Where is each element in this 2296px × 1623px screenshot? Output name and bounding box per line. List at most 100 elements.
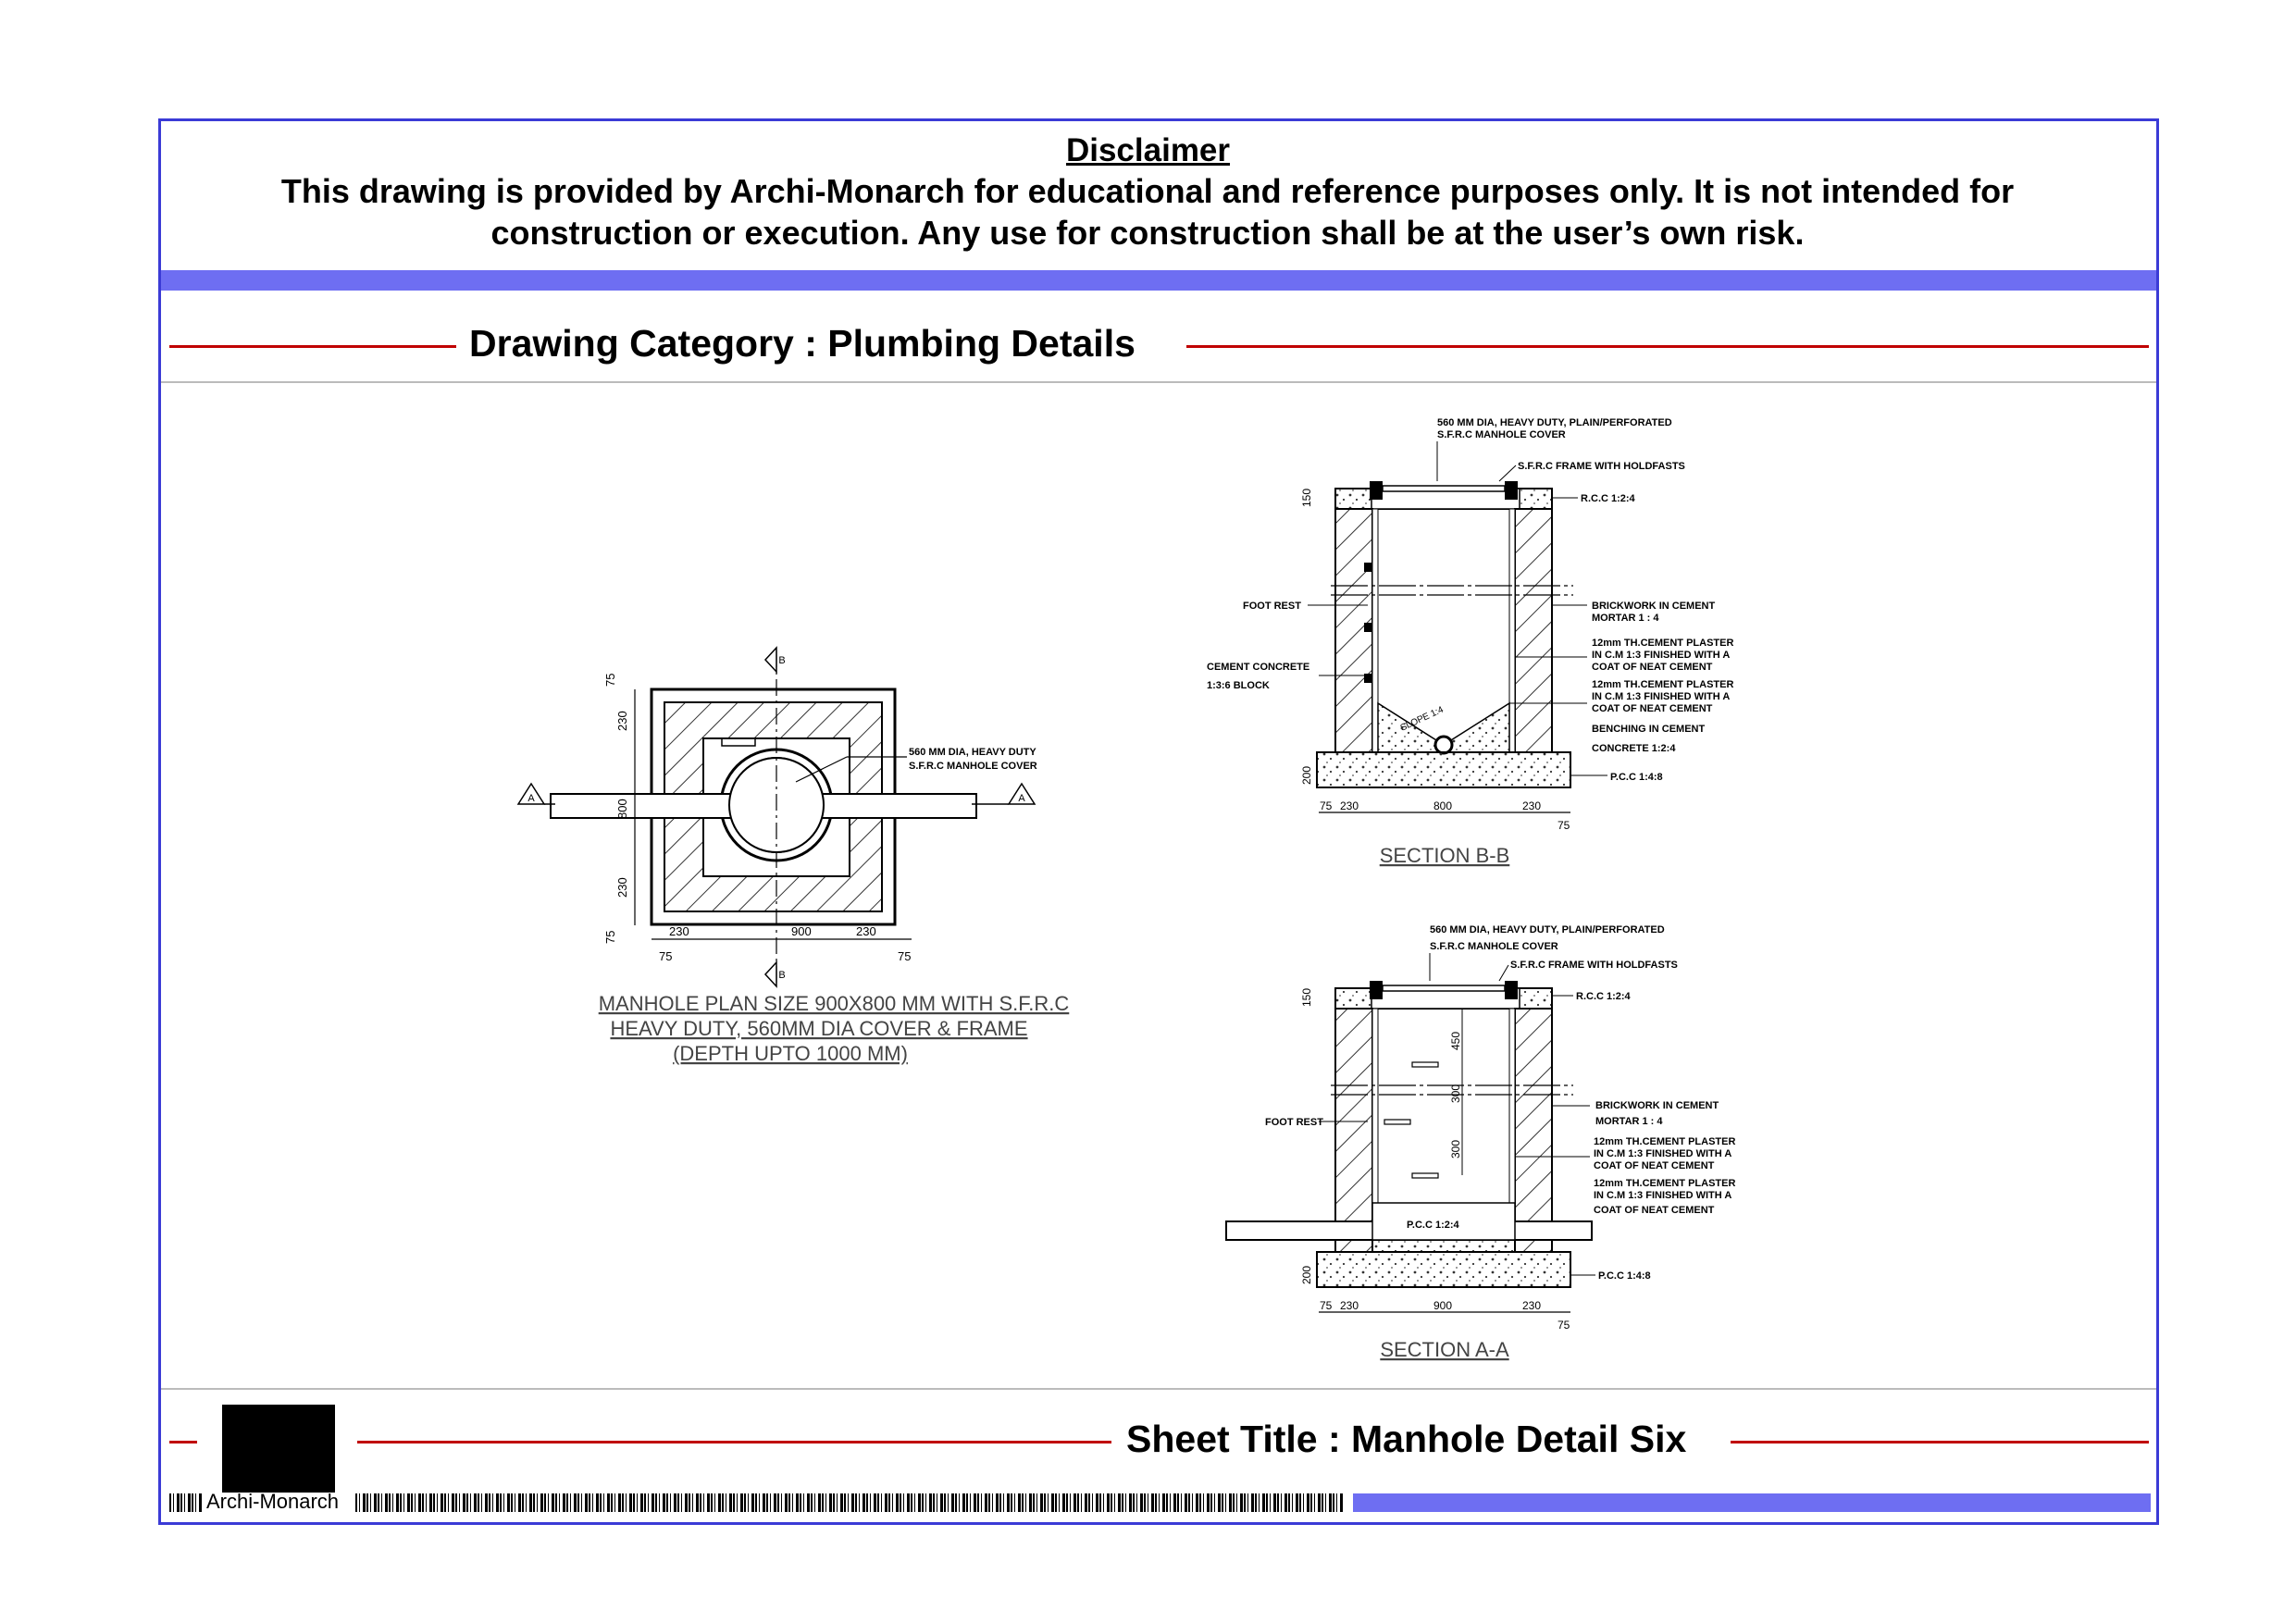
header-band — [161, 270, 2156, 291]
aa-dim-6: 150 — [1300, 988, 1313, 1007]
bb-cement-label-2: 1:3:6 BLOCK — [1207, 680, 1270, 691]
aa-pcc-fill — [1371, 1202, 1516, 1241]
aa-plaster1-2: IN C.M 1:3 FINISHED WITH A — [1594, 1148, 1731, 1159]
bb-rcc-label: R.C.C 1:2:4 — [1581, 493, 1636, 504]
manhole-plan: A A B B 560 MM DIA, HEAVY DUTY S.F.R.C M… — [516, 646, 1069, 1065]
aa-plaster2-1: 12mm TH.CEMENT PLASTER — [1594, 1178, 1735, 1189]
aa-plaster2-2: IN C.M 1:3 FINISHED WITH A — [1594, 1190, 1731, 1201]
bb-plaster1-1: 12mm TH.CEMENT PLASTER — [1592, 638, 1733, 649]
barcode-strip — [355, 1493, 1344, 1512]
bb-dim-6: 150 — [1300, 489, 1313, 507]
bb-cover-label-2: S.F.R.C MANHOLE COVER — [1437, 429, 1566, 440]
aa-dim-2: 900 — [1433, 1299, 1452, 1312]
aa-cover-label-2: S.F.R.C MANHOLE COVER — [1430, 941, 1558, 952]
plan-caption-2: HEAVY DUTY, 560MM DIA COVER & FRAME — [610, 1017, 1027, 1040]
sheet-rule-right — [1731, 1441, 2149, 1443]
drawing-category: Drawing Category : Plumbing Details — [469, 322, 1136, 365]
aa-dim-3: 230 — [1522, 1299, 1541, 1312]
plan-dim-v-4: 230 — [615, 877, 629, 898]
sheet-rule-mid — [357, 1441, 1111, 1443]
aa-plaster1-3: COAT OF NEAT CEMENT — [1594, 1160, 1715, 1171]
aa-plaster2-3: COAT OF NEAT CEMENT — [1594, 1205, 1715, 1216]
category-rule-left — [169, 345, 456, 348]
category-divider — [161, 381, 2156, 383]
bb-dim-7: 200 — [1300, 766, 1313, 785]
aa-cover — [1382, 985, 1506, 992]
marker-b-top-label: B — [778, 655, 785, 666]
disclaimer-line-2: construction or execution. Any use for c… — [490, 214, 1805, 252]
bb-footrest-label: FOOT REST — [1243, 601, 1301, 612]
bb-dim-2: 800 — [1433, 799, 1452, 812]
aa-frame-label: S.F.R.C FRAME WITH HOLDFASTS — [1510, 960, 1678, 971]
plan-dim-v-1: 75 — [603, 674, 617, 687]
brand-logo — [222, 1405, 335, 1493]
bb-cement-label-1: CEMENT CONCRETE — [1207, 662, 1309, 673]
plan-dim-v-5: 75 — [603, 931, 617, 944]
bb-wall-right — [1514, 508, 1553, 753]
aa-dim-5: 75 — [1558, 1319, 1570, 1332]
aa-brick-label-2: MORTAR 1 : 4 — [1595, 1116, 1663, 1127]
aa-rcc-label: R.C.C 1:2:4 — [1576, 991, 1632, 1002]
plan-note-1: 560 MM DIA, HEAVY DUTY — [909, 747, 1036, 758]
section-marker-a-right — [1007, 782, 1036, 805]
bb-dim-3: 230 — [1522, 799, 1541, 812]
aa-pcc-base — [1316, 1251, 1571, 1288]
plan-foot-rest — [721, 737, 756, 747]
aa-dim-10: 300 — [1449, 1140, 1462, 1158]
disclaimer-text: This drawing is provided by Archi-Monarc… — [222, 170, 2073, 254]
sheet-title: Sheet Title : Manhole Detail Six — [1126, 1418, 1687, 1460]
bb-plaster2-2: IN C.M 1:3 FINISHED WITH A — [1592, 691, 1730, 702]
bb-benching-2: CONCRETE 1:2:4 — [1592, 743, 1676, 754]
marker-b-bottom-label: B — [778, 970, 785, 981]
aa-dim-9: 300 — [1449, 1084, 1462, 1103]
bb-plaster2-1: 12mm TH.CEMENT PLASTER — [1592, 679, 1733, 690]
section-aa: 230 900 230 75 75 150 200 450 300 300 56… — [1225, 924, 1735, 1361]
bb-dim-5: 75 — [1558, 819, 1570, 832]
aa-wall-left — [1334, 1008, 1373, 1253]
plan-dim-v-2: 230 — [615, 711, 629, 731]
bb-frame-label: S.F.R.C FRAME WITH HOLDFASTS — [1518, 461, 1685, 472]
bb-dim-4: 75 — [1320, 799, 1333, 812]
aa-dim-4: 75 — [1320, 1299, 1333, 1312]
bb-channel-pipe — [1433, 735, 1454, 755]
aa-plaster1-1: 12mm TH.CEMENT PLASTER — [1594, 1136, 1735, 1147]
plan-caption-3: (DEPTH UPTO 1000 MM) — [673, 1042, 908, 1065]
section-bb-title: SECTION B-B — [1380, 844, 1510, 867]
footer-band — [1353, 1493, 2151, 1512]
bb-brick-label-2: MORTAR 1 : 4 — [1592, 613, 1659, 624]
plan-dim-h-3: 230 — [856, 924, 876, 938]
bb-benching — [1377, 701, 1510, 753]
plan-dim-h-2: 900 — [791, 924, 812, 938]
section-marker-b-bottom — [763, 960, 777, 988]
marker-a-left-label: A — [527, 793, 535, 804]
bb-dim-1: 230 — [1340, 799, 1359, 812]
disclaimer-title: Disclaimer — [1065, 132, 1231, 168]
section-aa-title: SECTION A-A — [1380, 1338, 1509, 1361]
bb-benching-1: BENCHING IN CEMENT — [1592, 724, 1706, 735]
aa-dim-1: 230 — [1340, 1299, 1359, 1312]
category-rule-right — [1186, 345, 2149, 348]
barcode-strip-left — [169, 1493, 203, 1512]
aa-pcc-inner-label: P.C.C 1:2:4 — [1407, 1220, 1460, 1231]
bb-plaster2-3: COAT OF NEAT CEMENT — [1592, 703, 1713, 714]
footer-divider — [161, 1388, 2156, 1390]
bb-cover — [1382, 485, 1506, 492]
aa-cover-label-1: 560 MM DIA, HEAVY DUTY, PLAIN/PERFORATED — [1430, 924, 1665, 935]
aa-pcc-label: P.C.C 1:4:8 — [1598, 1270, 1651, 1282]
brand-name: Archi-Monarch — [206, 1490, 340, 1513]
marker-a-right-label: A — [1018, 793, 1025, 804]
bb-pcc-base — [1316, 751, 1571, 788]
plan-dim-v-3: 800 — [615, 799, 629, 819]
section-marker-a-left — [516, 782, 546, 805]
aa-dim-7: 200 — [1300, 1266, 1313, 1284]
section-marker-b-top — [763, 646, 777, 674]
bb-plaster1-2: IN C.M 1:3 FINISHED WITH A — [1592, 650, 1730, 661]
bb-cover-label-1: 560 MM DIA, HEAVY DUTY, PLAIN/PERFORATED — [1437, 417, 1672, 428]
plan-dim-h-1: 230 — [669, 924, 689, 938]
plan-note-2: S.F.R.C MANHOLE COVER — [909, 761, 1037, 772]
aa-brick-label-1: BRICKWORK IN CEMENT — [1595, 1100, 1719, 1111]
plan-dim-h-5: 75 — [898, 949, 911, 963]
aa-footrest-label: FOOT REST — [1265, 1117, 1323, 1128]
drawing-frame — [158, 118, 2159, 1525]
